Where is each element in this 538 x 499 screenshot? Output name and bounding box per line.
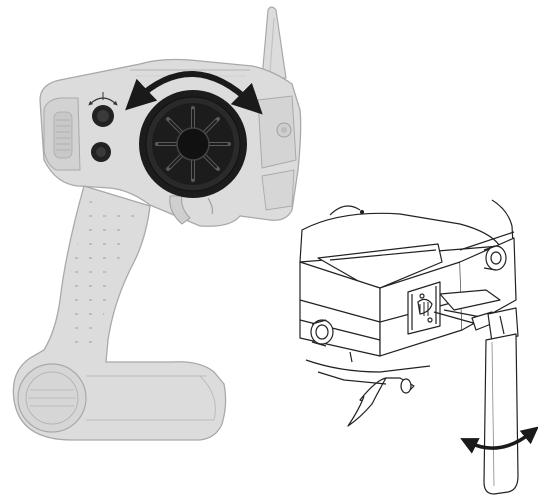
rudder-turn-arrow-icon: [460, 426, 538, 454]
steering-wheel: [139, 90, 247, 198]
transmitter: [12, 6, 302, 441]
throttle-trigger: [169, 195, 191, 225]
transmitter-antenna: [261, 6, 287, 79]
right-fitting: [483, 245, 507, 271]
boat-rudder-detail: [299, 199, 519, 495]
boat-deck-panel: [299, 212, 501, 263]
wheel-turn-arrow-icon: [125, 71, 263, 115]
left-fitting: [310, 319, 334, 347]
rudder-blade: [483, 333, 519, 495]
propeller: [317, 371, 415, 427]
rudder-mount: [407, 281, 501, 335]
